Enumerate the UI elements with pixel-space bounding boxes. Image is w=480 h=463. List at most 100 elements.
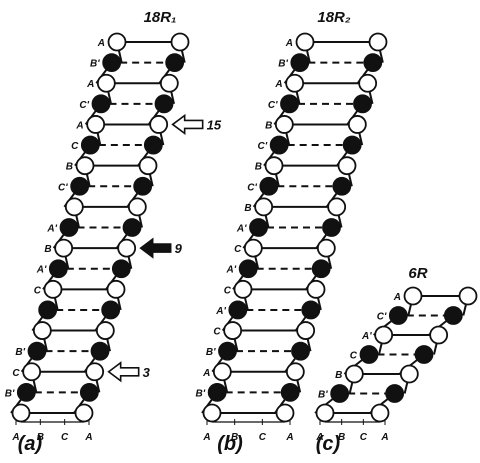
filled-atom — [363, 53, 383, 73]
open-atom — [43, 279, 63, 299]
pointer-arrow-icon — [139, 237, 172, 259]
open-atom — [429, 325, 449, 345]
open-atom — [275, 403, 295, 423]
open-atom — [306, 279, 326, 299]
filled-atom — [249, 218, 268, 237]
pointer-arrow-icon — [107, 361, 140, 383]
layer-label: C' — [247, 182, 257, 193]
layer-label: B — [265, 120, 272, 131]
open-atom — [54, 238, 74, 258]
layer-label: A — [86, 79, 94, 90]
filled-atom — [90, 341, 110, 361]
open-atom — [285, 362, 305, 382]
open-atom — [254, 197, 274, 217]
base-label: B — [231, 432, 238, 443]
filled-atom — [80, 135, 100, 155]
layer-label: B' — [15, 347, 25, 358]
filled-atom — [102, 53, 122, 73]
open-atom — [159, 73, 179, 93]
layer-label: A' — [236, 224, 247, 235]
open-atom — [347, 115, 367, 134]
filled-atom — [332, 176, 352, 196]
open-atom — [107, 32, 127, 52]
filled-atom — [291, 341, 310, 361]
layer-label: C' — [268, 100, 278, 111]
filled-atom — [111, 259, 131, 279]
layer-label: A — [393, 292, 401, 303]
open-atom — [243, 238, 263, 258]
open-atom — [202, 403, 222, 423]
base-label: A — [84, 432, 92, 443]
filled-atom — [330, 384, 350, 403]
layer-label: A' — [226, 265, 237, 276]
open-atom — [316, 238, 336, 258]
filled-atom — [38, 300, 58, 320]
open-atom — [75, 156, 95, 176]
filled-atom — [342, 135, 362, 155]
filled-atom — [385, 384, 405, 403]
filled-atom — [70, 176, 90, 196]
arrow-label: 3 — [143, 365, 151, 380]
filled-atom — [154, 94, 174, 114]
layer-label: C — [71, 141, 79, 152]
arrow-label: 15 — [207, 117, 222, 132]
filled-atom — [16, 382, 36, 402]
layer-label: C — [234, 244, 242, 255]
layer-label: B — [66, 162, 73, 173]
open-atom — [233, 279, 253, 299]
layer-label: B — [244, 203, 251, 214]
open-atom — [223, 321, 243, 340]
filled-atom — [238, 259, 258, 279]
open-atom — [368, 32, 388, 52]
layer-label: B' — [206, 347, 216, 358]
filled-atom — [311, 259, 331, 279]
filled-atom — [301, 300, 321, 320]
layer-label: C — [213, 327, 221, 338]
layer-label: B' — [5, 388, 15, 399]
open-atom — [296, 321, 316, 340]
layer-label: B' — [278, 59, 288, 70]
open-atom — [212, 362, 232, 382]
layer-label: A — [274, 79, 282, 90]
filled-atom — [388, 306, 408, 325]
filled-atom — [59, 218, 79, 237]
panel-caption: (a) — [18, 433, 43, 455]
open-atom — [344, 364, 364, 384]
layer-label: C' — [58, 182, 68, 193]
filled-atom — [143, 135, 163, 155]
filled-atom — [280, 94, 299, 114]
filled-atom — [269, 135, 289, 155]
layer-label: B — [335, 370, 342, 381]
panel-caption: (b) — [217, 433, 243, 455]
layer-label: C — [224, 285, 232, 296]
open-atom — [127, 197, 147, 217]
filled-atom — [218, 341, 237, 361]
pointer-arrow-icon — [171, 113, 204, 136]
panel-title: 18R₂ — [317, 9, 351, 26]
open-atom — [274, 115, 294, 134]
filled-atom — [322, 218, 341, 237]
layer-label: C' — [79, 100, 89, 111]
base-label: A — [11, 432, 19, 443]
open-atom — [85, 362, 105, 382]
open-atom — [95, 321, 115, 340]
layer-label: C — [34, 285, 42, 296]
filled-atom — [79, 382, 99, 402]
open-atom — [11, 403, 31, 423]
arrow-label: 9 — [175, 241, 183, 256]
layer-label: A' — [361, 331, 372, 342]
filled-atom — [207, 382, 227, 402]
layer-label: C' — [258, 141, 268, 152]
base-label: C — [61, 432, 69, 443]
filled-atom — [443, 306, 463, 325]
open-atom — [403, 286, 423, 306]
filled-atom — [259, 176, 279, 196]
layer-label: A' — [46, 224, 57, 235]
layer-label: B' — [196, 388, 206, 399]
filled-atom — [414, 345, 434, 364]
layer-label: A' — [36, 265, 47, 276]
base-label: A — [315, 432, 323, 443]
open-atom — [96, 73, 116, 93]
open-atom — [285, 73, 305, 93]
